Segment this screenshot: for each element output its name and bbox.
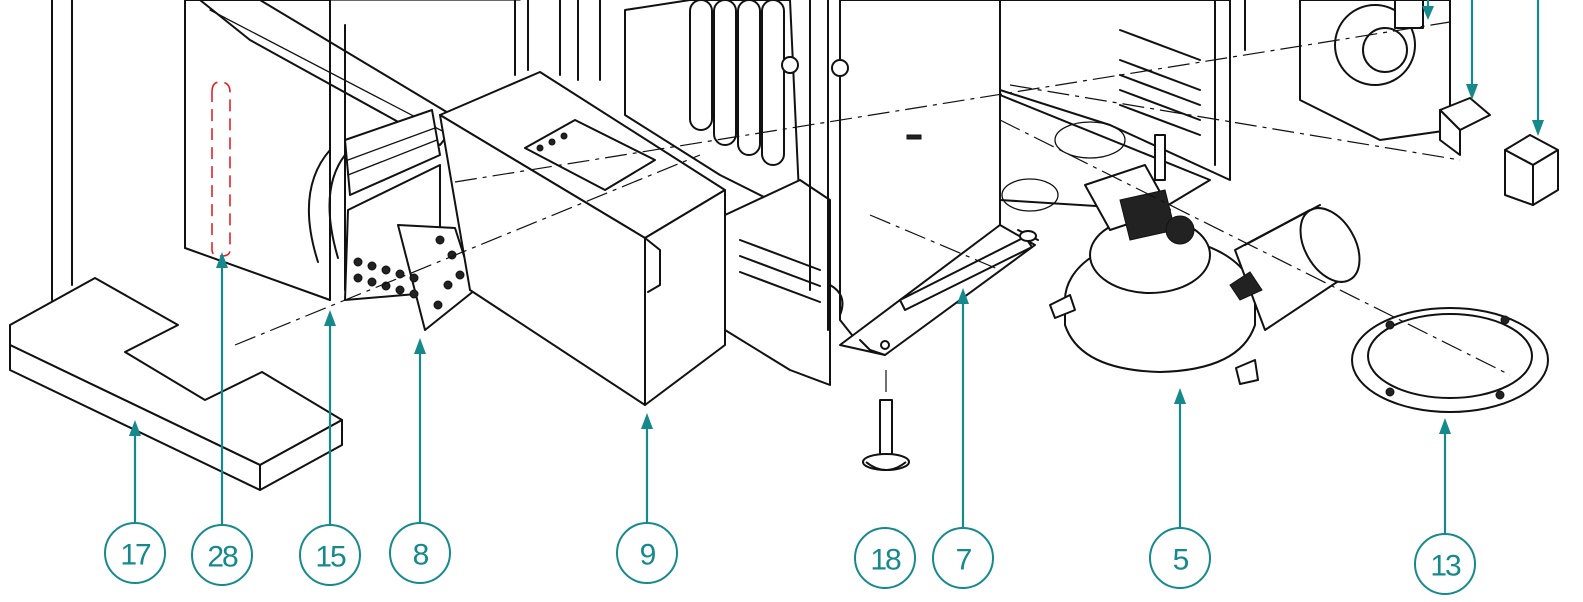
boiler-frame-left (51, 0, 529, 301)
boiler-cabinet-right (999, 0, 1231, 241)
part-17-floor-plate (9, 277, 343, 491)
part-18-screw (862, 399, 910, 471)
callout-8: 8 (389, 522, 451, 584)
part-5-blower-fan (1049, 164, 1361, 385)
callout-15-label: 15 (315, 541, 346, 574)
controls-top-right (1244, 0, 1559, 206)
part-7-rod (899, 230, 1037, 311)
callout-18: 18 (854, 527, 916, 589)
callout-leaders (129, 0, 1544, 538)
callout-9: 9 (616, 522, 678, 584)
callout-28-label: 28 (207, 541, 238, 574)
part-15-rail (344, 109, 441, 196)
callout-8-label: 8 (413, 539, 429, 572)
callout-7-label: 7 (956, 544, 972, 577)
assembly-axis-lines (234, 21, 1511, 395)
part-28-hidden-component (211, 81, 231, 257)
callout-13: 13 (1414, 533, 1476, 595)
callout-5: 5 (1149, 527, 1211, 589)
part-9-cover-box (439, 71, 726, 406)
callout-17-label: 17 (120, 539, 151, 572)
callout-13-label: 13 (1430, 550, 1461, 583)
callout-9-label: 9 (640, 539, 656, 572)
callout-7: 7 (932, 527, 994, 589)
part-13-gasket-ring (1351, 307, 1549, 413)
part-8-perforated-bracket (344, 164, 476, 331)
callout-18-label: 18 (870, 544, 901, 577)
callout-28: 28 (191, 524, 253, 586)
callout-17: 17 (104, 522, 166, 584)
callout-5-label: 5 (1173, 544, 1189, 577)
callout-15: 15 (299, 524, 361, 586)
